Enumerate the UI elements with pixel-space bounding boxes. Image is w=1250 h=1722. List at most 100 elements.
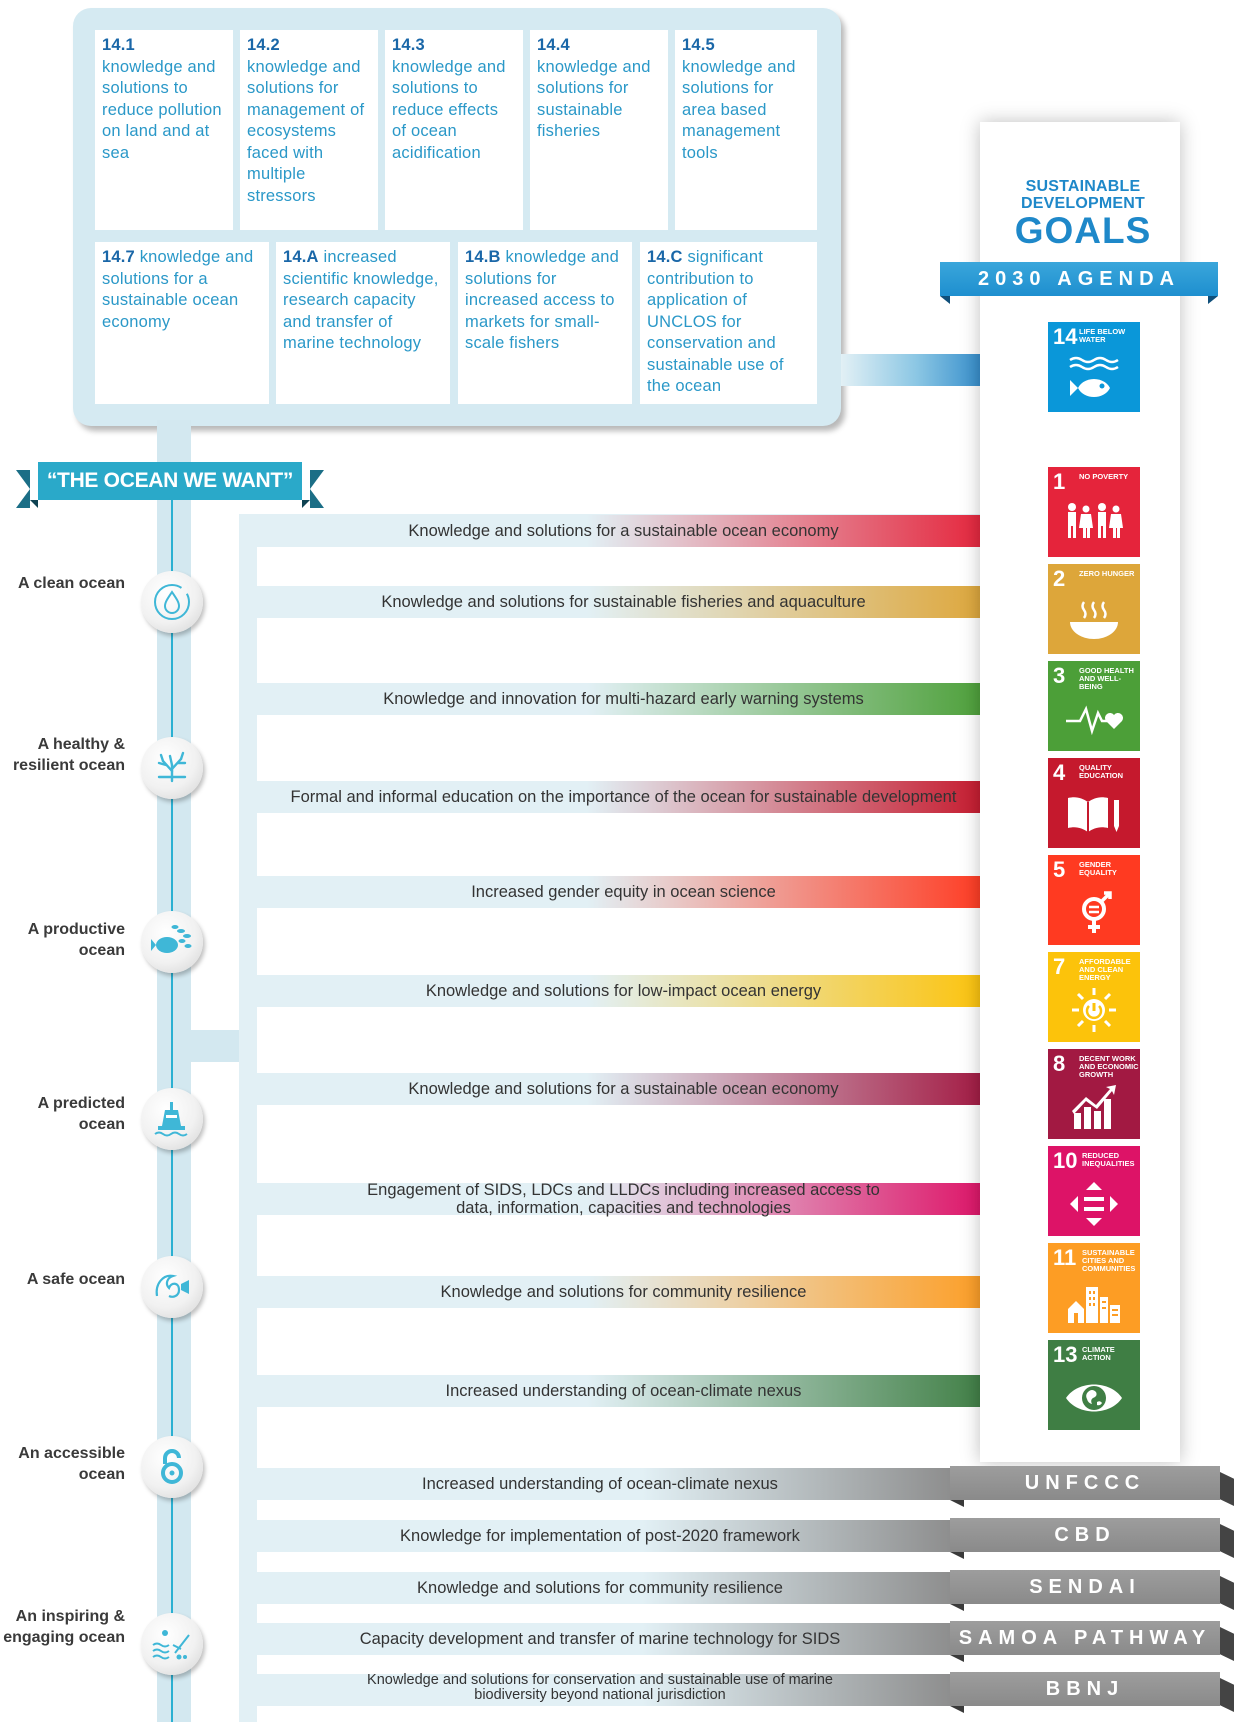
sdg-number: 7 bbox=[1053, 954, 1066, 979]
ocean-we-want-ribbon: “THE OCEAN WE WANT” bbox=[16, 462, 324, 508]
target-14-5: 14.5 knowledge and solutions for area ba… bbox=[675, 30, 817, 230]
sdg-arrow: Knowledge and solutions for a sustainabl… bbox=[257, 506, 1032, 556]
outcome-label-safe: A safe ocean bbox=[26, 1271, 125, 1288]
sdg-arrow: Knowledge and solutions for community re… bbox=[257, 1267, 1032, 1317]
sdg-arrow: Knowledge and solutions for a sustainabl… bbox=[257, 1064, 1032, 1114]
target-number: 14.2 bbox=[247, 36, 280, 54]
sdg-logo-line1: SUSTAINABLE bbox=[1025, 178, 1141, 195]
outcome-label-healthy: A healthy & resilient ocean bbox=[12, 736, 125, 774]
agenda-label: 2030 AGENDA bbox=[940, 262, 1218, 296]
agreement-arrow bbox=[257, 1623, 957, 1655]
sdg-logo-line2: DEVELOPMENT bbox=[1021, 195, 1145, 212]
sdg-title: REDUCED INEQUALITIES bbox=[1082, 1151, 1135, 1168]
agreement-label: SAMOA PATHWAY bbox=[950, 1621, 1220, 1655]
fish-school-icon bbox=[141, 911, 203, 973]
target-number: 14.4 bbox=[537, 36, 570, 54]
banner-fold-left bbox=[950, 1500, 964, 1507]
sdg-number: 10 bbox=[1053, 1148, 1078, 1173]
sdg-arrow-shaft bbox=[257, 876, 990, 908]
sdg-number: 5 bbox=[1053, 857, 1066, 882]
sdg-arrow: Increased understanding of ocean-climate… bbox=[257, 1366, 1032, 1416]
spine-branch bbox=[191, 1030, 241, 1062]
agreement-banner: SAMOA PATHWAY bbox=[950, 1621, 1234, 1662]
sdg-number: 1 bbox=[1053, 469, 1066, 494]
sdg-number: 2 bbox=[1053, 566, 1066, 591]
banner-fold-left bbox=[950, 1552, 964, 1559]
agreement-arrow bbox=[257, 1520, 957, 1552]
sdg-arrow-label: Formal and informal education on the imp… bbox=[290, 788, 957, 806]
banner-fold-left bbox=[950, 1604, 964, 1611]
banner-fold-right bbox=[1220, 1524, 1234, 1558]
sdg-number: 4 bbox=[1053, 760, 1066, 785]
banner-fold-right bbox=[1220, 1576, 1234, 1610]
target-14-a: 14.A increased scientific knowledge, res… bbox=[276, 242, 450, 404]
agreement-label: UNFCCC bbox=[950, 1466, 1220, 1500]
agreement-arrow bbox=[257, 1468, 957, 1500]
sdg-logo: SUSTAINABLE DEVELOPMENT GOALS bbox=[1008, 178, 1158, 250]
sdg-number: 3 bbox=[1053, 663, 1066, 688]
sdg-arrow-shaft bbox=[257, 1276, 990, 1308]
sdg-arrow-shaft bbox=[257, 515, 990, 547]
ribbon-tail-right bbox=[310, 470, 324, 508]
sdg-title: SUSTAINABLE CITIES AND COMMUNITIES bbox=[1082, 1248, 1136, 1273]
sdg-arrow-label: Knowledge and innovation for multi-hazar… bbox=[383, 690, 864, 708]
agreement-banner: BBNJ bbox=[950, 1672, 1234, 1713]
agreement-arrow bbox=[257, 1572, 957, 1604]
wave-alert-icon bbox=[141, 1256, 203, 1318]
target-text: knowledge and solutions for sustainable … bbox=[537, 57, 651, 141]
agreement-label: BBNJ bbox=[950, 1672, 1220, 1706]
agreement-arrow-label: Knowledge for implementation of post-202… bbox=[400, 1526, 800, 1545]
coral-icon bbox=[141, 737, 203, 799]
agreement-arrow-label: Knowledge and solutions for community re… bbox=[417, 1578, 783, 1597]
sdg-title: LIFE BELOW WATER bbox=[1079, 327, 1126, 344]
agreement-arrow-label: Knowledge and solutions for conservation… bbox=[367, 1672, 833, 1703]
agreement-banner: SENDAI FRAMEWORK bbox=[950, 1570, 1234, 1632]
banner-fold-right bbox=[1220, 1627, 1234, 1661]
sdg-title: DECENT WORK AND ECONOMIC GROWTH bbox=[1079, 1054, 1139, 1079]
outcome-label-inspiring: An inspiring & engaging ocean bbox=[3, 1608, 125, 1646]
water-drop-icon bbox=[141, 571, 203, 633]
sdg-number: 11 bbox=[1053, 1245, 1077, 1270]
sdg-title: GENDER EQUALITY bbox=[1079, 860, 1117, 877]
target-text: knowledge and solutions to reduce pollut… bbox=[102, 57, 222, 162]
sdg-tile-5: 5 GENDER EQUALITY bbox=[1048, 855, 1140, 945]
target-14-3: 14.3 knowledge and solutions to reduce e… bbox=[385, 30, 523, 230]
target-text: increased scientific knowledge, research… bbox=[283, 248, 439, 352]
engagement-icon bbox=[141, 1613, 203, 1675]
fish-icon bbox=[1069, 356, 1119, 397]
outcome-label-predicted: A predicted ocean bbox=[37, 1095, 125, 1133]
sdg-arrow-shaft bbox=[257, 975, 990, 1007]
sdg-arrow-label: Knowledge and solutions for a sustainabl… bbox=[408, 1080, 839, 1098]
sdg-arrow-label: Engagement of SIDS, LDCs and LLDCs inclu… bbox=[367, 1181, 880, 1217]
target-number: 14.A bbox=[283, 248, 319, 266]
target-text: knowledge and solutions for increased ac… bbox=[465, 248, 620, 352]
sdg-title: QUALITY EDUCATION bbox=[1079, 763, 1124, 780]
sdg-number: 13 bbox=[1053, 1342, 1078, 1367]
ribbon-fold-right bbox=[302, 500, 310, 508]
outcomes-spine bbox=[157, 420, 191, 1722]
target-14-2: 14.2 knowledge and solutions for managem… bbox=[240, 30, 378, 230]
sdg-arrow-label: Increased understanding of ocean-climate… bbox=[445, 1382, 802, 1400]
sdg-arrow: Knowledge and solutions for low-impact o… bbox=[257, 966, 1032, 1016]
target-text: knowledge and solutions for a sustainabl… bbox=[102, 248, 254, 331]
sdg-arrow: Formal and informal education on the imp… bbox=[257, 772, 1032, 822]
target-14-b: 14.B knowledge and solutions for increas… bbox=[458, 242, 632, 404]
sdg-arrow-shaft bbox=[257, 586, 990, 618]
target-number: 14.B bbox=[465, 248, 501, 266]
target-number: 14.C bbox=[647, 248, 683, 266]
agreement-label: CBD bbox=[950, 1518, 1220, 1552]
ribbon-tail-left bbox=[16, 470, 30, 508]
agenda-2030-banner: 2030 AGENDA bbox=[940, 262, 1218, 304]
agreement-label: SENDAI FRAMEWORK bbox=[950, 1570, 1220, 1632]
agreement-banner: UNFCCC bbox=[950, 1466, 1234, 1507]
target-text: significant contribution to application … bbox=[647, 248, 784, 395]
banner-fold-left bbox=[950, 1706, 964, 1713]
banner-fold-left bbox=[940, 296, 950, 304]
target-14-7: 14.7 knowledge and solutions for a susta… bbox=[95, 242, 269, 404]
banner-fold-right bbox=[1220, 1472, 1234, 1506]
agreement-arrow bbox=[257, 1674, 957, 1706]
sdg-arrow-label: Knowledge and solutions for sustainable … bbox=[381, 593, 866, 611]
